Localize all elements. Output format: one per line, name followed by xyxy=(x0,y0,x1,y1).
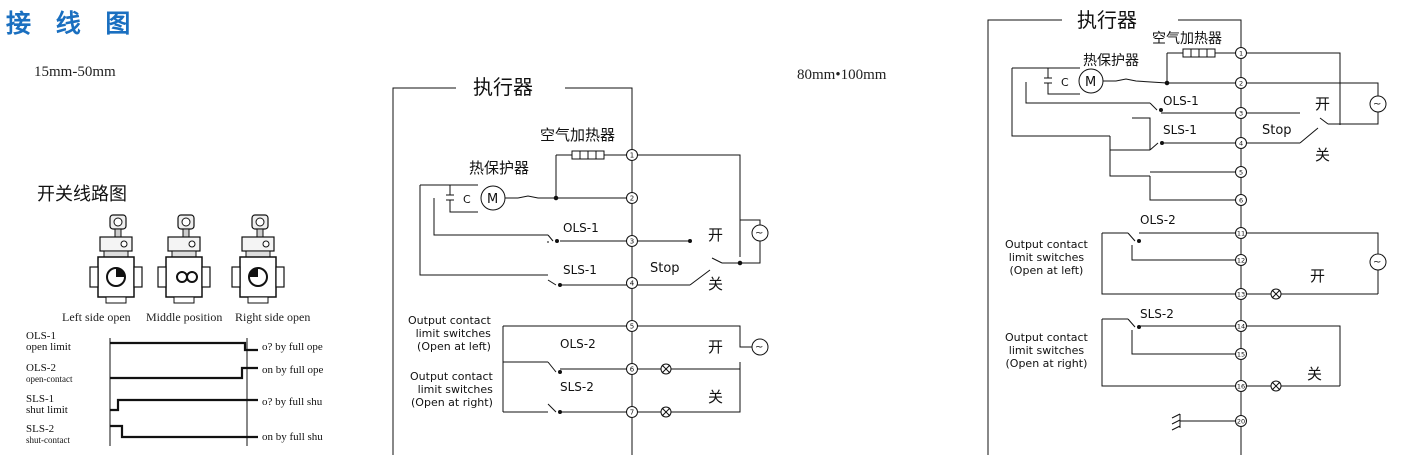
wiring-a-open-label: 开 xyxy=(708,226,723,244)
svg-text:1: 1 xyxy=(1239,50,1243,58)
wiring-a-close-label: 关 xyxy=(708,275,723,293)
valve-right-icon xyxy=(231,214,285,304)
svg-text:3: 3 xyxy=(1239,110,1243,118)
valve-middle-icon xyxy=(157,214,211,304)
wiring-b-close2-label: 关 xyxy=(1307,365,1322,383)
svg-text:11: 11 xyxy=(1237,230,1245,238)
wiring-b-open2-label: 开 xyxy=(1310,267,1325,285)
switch-circuit-title: 开关线路图 xyxy=(37,184,127,205)
svg-text:4: 4 xyxy=(1239,140,1243,148)
wiring-b-sls1-label: SLS-1 xyxy=(1163,123,1197,137)
svg-text:15: 15 xyxy=(1237,351,1245,359)
wiring-a-ols1-label: OLS-1 xyxy=(563,221,599,235)
wiring-a-ac-source-icon: ~ xyxy=(755,228,763,239)
wiring-a-terminals: 1 2 3 4 5 6 7 xyxy=(626,149,638,418)
svg-text:1: 1 xyxy=(630,152,634,160)
wiring-diagram-b xyxy=(987,19,1387,455)
svg-text:16: 16 xyxy=(1237,383,1245,391)
wiring-b-terminals: 1 2 3 4 5 6 11 12 13 14 15 16 20 xyxy=(1235,47,1247,427)
wiring-b-stop-label: Stop xyxy=(1262,123,1292,138)
wiring-b-capacitor-label: C xyxy=(1061,76,1069,89)
wiring-a-ols2-label: OLS-2 xyxy=(560,337,596,351)
svg-text:3: 3 xyxy=(630,238,634,246)
timing-state-sls2: on by full shu xyxy=(262,431,323,443)
valve-left-icon xyxy=(89,214,143,304)
wiring-b-protector-label: 热保护器 xyxy=(1083,53,1139,69)
valve-caption-right: Right side open xyxy=(235,310,311,324)
timing-state-ols2: on by full ope xyxy=(262,364,324,376)
svg-text:12: 12 xyxy=(1237,257,1245,265)
wiring-a-title: 执行器 xyxy=(473,75,533,99)
wiring-b-ac-source2-icon: ~ xyxy=(1373,257,1381,268)
svg-text:2: 2 xyxy=(1239,80,1243,88)
wiring-a-open2-label: 开 xyxy=(708,338,723,356)
svg-text:5: 5 xyxy=(1239,169,1243,177)
page-heading: 接 线 图 xyxy=(6,9,139,38)
timing-state-ols1: o? by full ope xyxy=(262,341,323,353)
wiring-a-protector-label: 热保护器 xyxy=(469,159,529,177)
wiring-a-close2-label: 关 xyxy=(708,388,723,406)
svg-text:13: 13 xyxy=(1237,291,1245,299)
svg-text:2: 2 xyxy=(630,195,634,203)
wiring-a-ac-source2-icon: ~ xyxy=(755,342,763,353)
wiring-a-heater-label: 空气加热器 xyxy=(540,126,615,144)
size-range-left: 15mm-50mm xyxy=(34,64,116,80)
wiring-b-ols2-label: OLS-2 xyxy=(1140,213,1176,227)
wiring-a-stop-label: Stop xyxy=(650,261,680,276)
wiring-diagram-a xyxy=(392,87,769,455)
size-range-right: 80mm•100mm xyxy=(797,67,887,83)
wiring-b-heater-label: 空气加热器 xyxy=(1152,31,1222,47)
valve-caption-middle: Middle position xyxy=(146,310,223,324)
wiring-a-sls1-label: SLS-1 xyxy=(563,263,597,277)
wiring-b-title: 执行器 xyxy=(1077,8,1137,32)
svg-text:20: 20 xyxy=(1237,418,1245,426)
svg-text:5: 5 xyxy=(630,323,634,331)
wiring-b-motor-label: M xyxy=(1085,75,1096,90)
wiring-a-motor-label: M xyxy=(487,192,498,207)
svg-text:7: 7 xyxy=(630,409,634,417)
wiring-b-sls2-label: SLS-2 xyxy=(1140,307,1174,321)
timing-chart xyxy=(109,338,258,446)
svg-text:4: 4 xyxy=(630,280,635,288)
svg-text:6: 6 xyxy=(630,366,635,374)
svg-text:14: 14 xyxy=(1237,323,1245,331)
svg-text:6: 6 xyxy=(1239,197,1243,205)
wiring-b-close-label: 关 xyxy=(1315,146,1330,164)
wiring-a-sls2-label: SLS-2 xyxy=(560,380,594,394)
timing-state-sls1: o? by full shu xyxy=(262,396,323,408)
valve-caption-left: Left side open xyxy=(62,310,131,324)
wiring-b-ac-source-icon: ~ xyxy=(1373,99,1381,110)
wiring-b-ols1-label: OLS-1 xyxy=(1163,94,1199,108)
wiring-b-open-label: 开 xyxy=(1315,95,1330,113)
wiring-a-capacitor-label: C xyxy=(463,193,471,206)
